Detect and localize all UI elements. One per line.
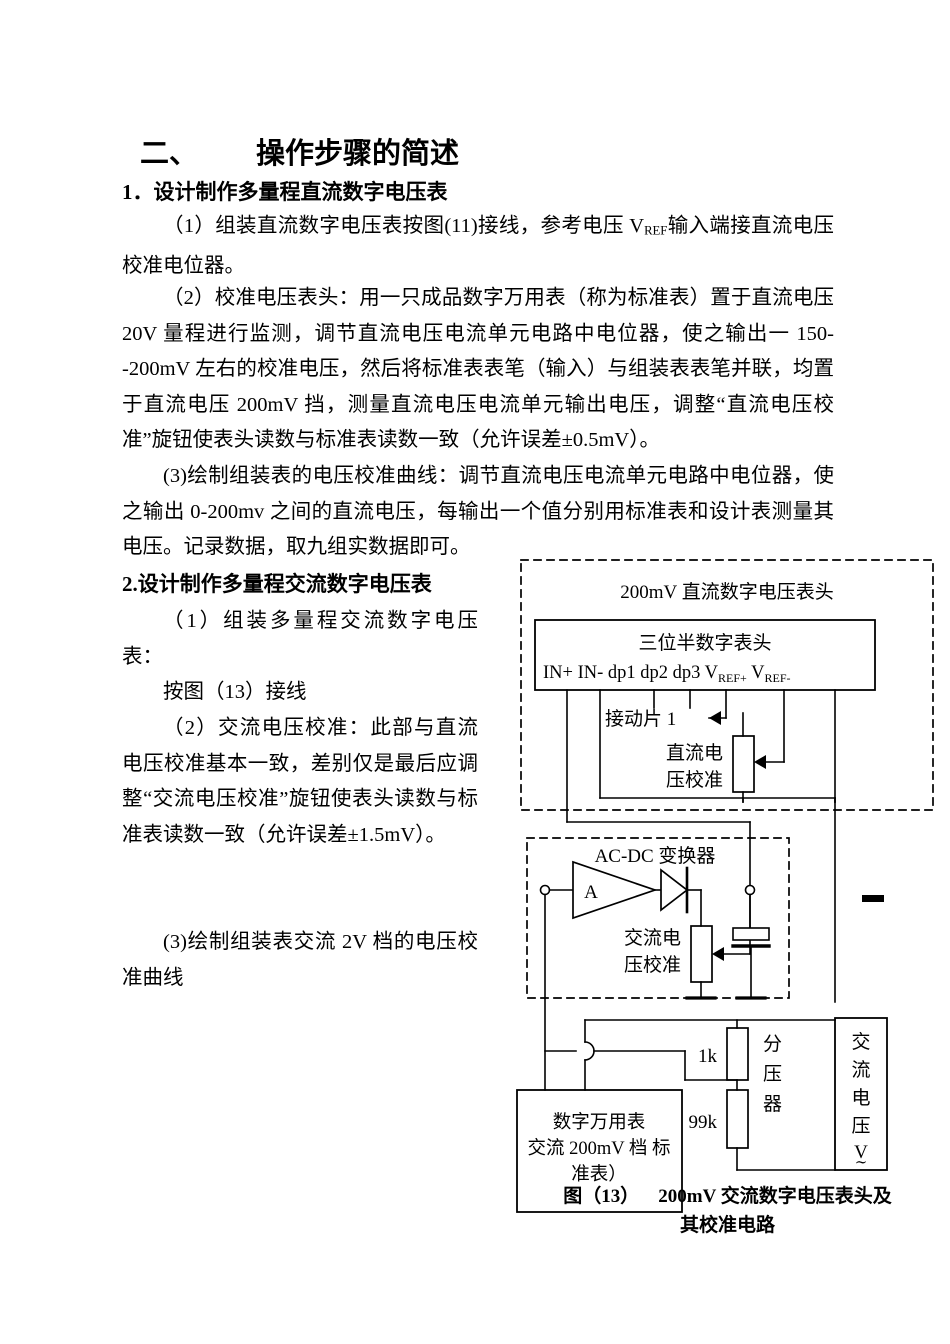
divider-r2-label: 99k — [689, 1112, 718, 1133]
paragraph-3: (3)绘制组装表的电压校准曲线：调节直流电压电流单元电路中电位器，使之输出 0-… — [122, 465, 834, 558]
sub-heading-1: 1．设计制作多量程直流数字电压表 — [122, 180, 448, 204]
figure-caption: 图（13） 200mV 交流数字电压表头及 其校准电路 — [505, 1182, 950, 1240]
dc-cal-label-line2: 压校准 — [666, 769, 723, 791]
paragraph-1-part-b: 输入端接直流电压校准电位器。 — [122, 215, 834, 277]
sub-heading-2: 2.设计制作多量程交流数字电压表 — [122, 572, 432, 596]
dc-cal-label-line1: 直流电 — [666, 742, 723, 764]
ac-source-char-2: 流 — [851, 1059, 870, 1081]
contact-label: 接动片 1 — [605, 708, 676, 730]
minus-mark — [862, 895, 884, 902]
figure-caption-line-1: 图（13） 200mV 交流数字电压表头及 — [563, 1186, 892, 1207]
ac-source-char-5: V — [854, 1142, 868, 1163]
circuit-diagram: 200mV 直流数字电压表头 三位半数字表头 IN+ IN- dp1 dp2 d… — [505, 550, 950, 1270]
ac-cal-label-line2: 压校准 — [624, 954, 681, 976]
column-paragraph-3: （2）交流电压校准：此部与直流电压校准基本一致，差别仅是最后应调整“交流电压校准… — [122, 717, 478, 846]
multimeter-line-3: 准表） — [571, 1164, 627, 1185]
vref-subscript: REF — [644, 223, 668, 238]
column-paragraph-1: （1）组装多量程交流数字电压表： — [122, 610, 478, 668]
paragraph-1-part-a: （1）组装直流数字电压表按图(11)接线，参考电压 V — [163, 215, 645, 237]
dc-block-title: 200mV 直流数字电压表头 — [620, 581, 833, 603]
divider-label-char-1: 分 — [763, 1033, 782, 1055]
divider-label-char-2: 压 — [763, 1064, 782, 1085]
meter-head-title: 三位半数字表头 — [638, 632, 771, 654]
column-paragraph-4: (3)绘制组装表交流 2V 档的电压校准曲线 — [122, 931, 478, 989]
figure-caption-line-2: 其校准电路 — [679, 1215, 775, 1236]
divider-r1-label: 1k — [698, 1046, 718, 1067]
ac-source-char-1: 交 — [851, 1031, 870, 1053]
amplifier-label: A — [584, 882, 598, 903]
page-title: 二、 操作步骤的简述 — [140, 138, 460, 170]
ac-source-tilde: ∼ — [855, 1155, 868, 1171]
ac-source-char-3: 电 — [851, 1087, 870, 1109]
column-paragraph-2: 按图（13）接线 — [163, 681, 307, 703]
divider-label-char-3: 器 — [763, 1094, 782, 1115]
paragraph-2: （2）校准电压表头：用一只成品数字万用表（称为标准表）置于直流电压 20V 量程… — [122, 287, 834, 451]
multimeter-line-1: 数字万用表 — [553, 1112, 646, 1133]
acdc-converter-title: AC-DC 变换器 — [595, 845, 716, 867]
paragraph-1: （1）组装直流数字电压表按图(11)接线，参考电压 VREF输入端接直流电压校准… — [122, 209, 834, 284]
multimeter-line-2: 交流 200mV 档 标 — [527, 1138, 670, 1159]
ac-source-char-4: 压 — [851, 1116, 870, 1137]
ac-cal-label-line1: 交流电 — [624, 927, 681, 949]
meter-head-pins: IN+ IN- dp1 dp2 dp3 VREF+ VREF- — [543, 663, 791, 685]
